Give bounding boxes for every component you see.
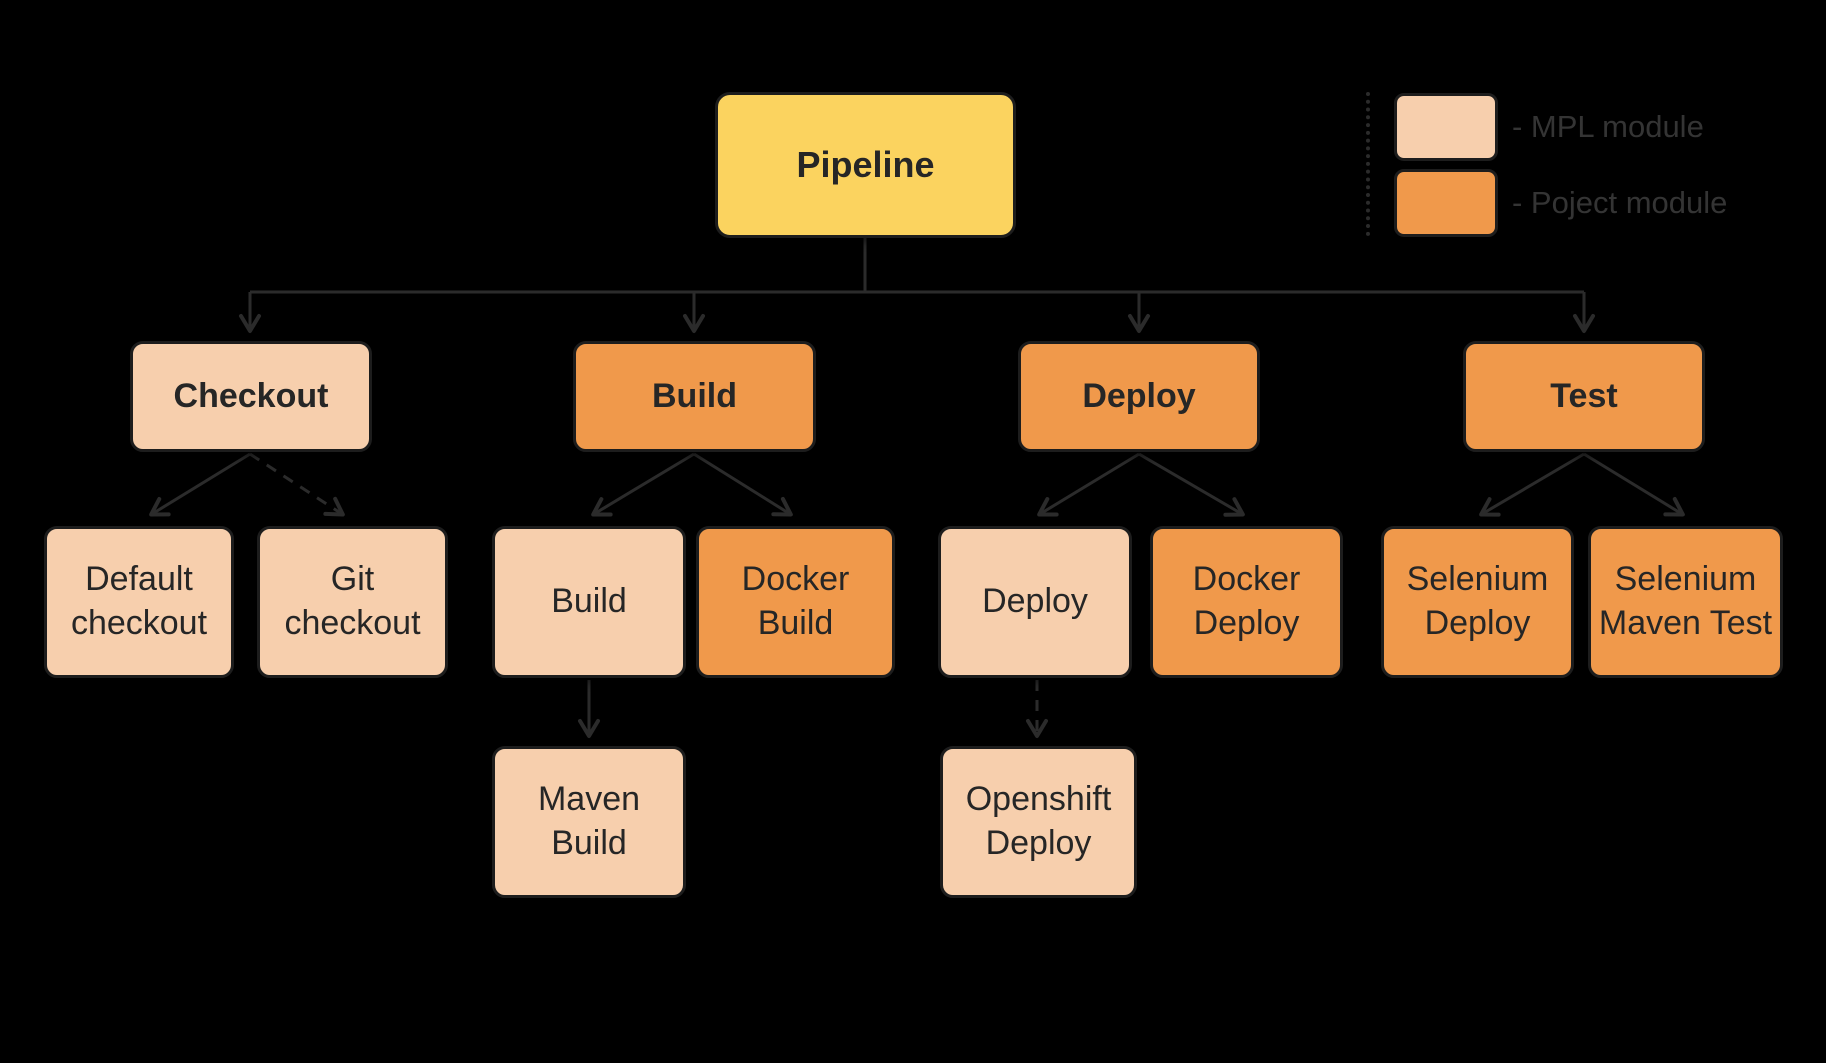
legend-swatch-mpl-module (1394, 93, 1498, 161)
node-openshift-deploy: Openshift Deploy (940, 746, 1137, 898)
node-selenium-deploy: Selenium Deploy (1381, 526, 1574, 678)
node-test: Test (1463, 341, 1705, 452)
edge-build-docker-build (693, 452, 793, 517)
edge-deploy-deploy-step (1037, 452, 1140, 517)
node-default-checkout: Default checkout (44, 526, 234, 678)
edge-checkout-default-checkout (149, 452, 251, 517)
node-build: Build (573, 341, 816, 452)
node-pipeline: Pipeline (715, 92, 1016, 238)
edge-checkout-git-checkout (249, 452, 345, 517)
edge-test-selenium-maven-test (1583, 452, 1685, 517)
node-docker-deploy: Docker Deploy (1150, 526, 1343, 678)
edge-test-selenium-deploy (1479, 452, 1585, 517)
edge-build-build-step (591, 452, 695, 517)
legend-swatch-project-module (1394, 169, 1498, 237)
node-deploy-step: Deploy (938, 526, 1132, 678)
node-build-step: Build (492, 526, 686, 678)
node-deploy: Deploy (1018, 341, 1260, 452)
legend-divider-dotted-line (1366, 92, 1370, 236)
node-git-checkout: Git checkout (257, 526, 448, 678)
edge-deploy-docker-deploy (1138, 452, 1245, 517)
node-checkout: Checkout (130, 341, 372, 452)
node-maven-build: Maven Build (492, 746, 686, 898)
legend-label-project-module: - Poject module (1512, 185, 1728, 220)
node-docker-build: Docker Build (696, 526, 895, 678)
node-selenium-maven-test: Selenium Maven Test (1588, 526, 1783, 678)
legend-label-mpl-module: - MPL module (1512, 109, 1704, 144)
